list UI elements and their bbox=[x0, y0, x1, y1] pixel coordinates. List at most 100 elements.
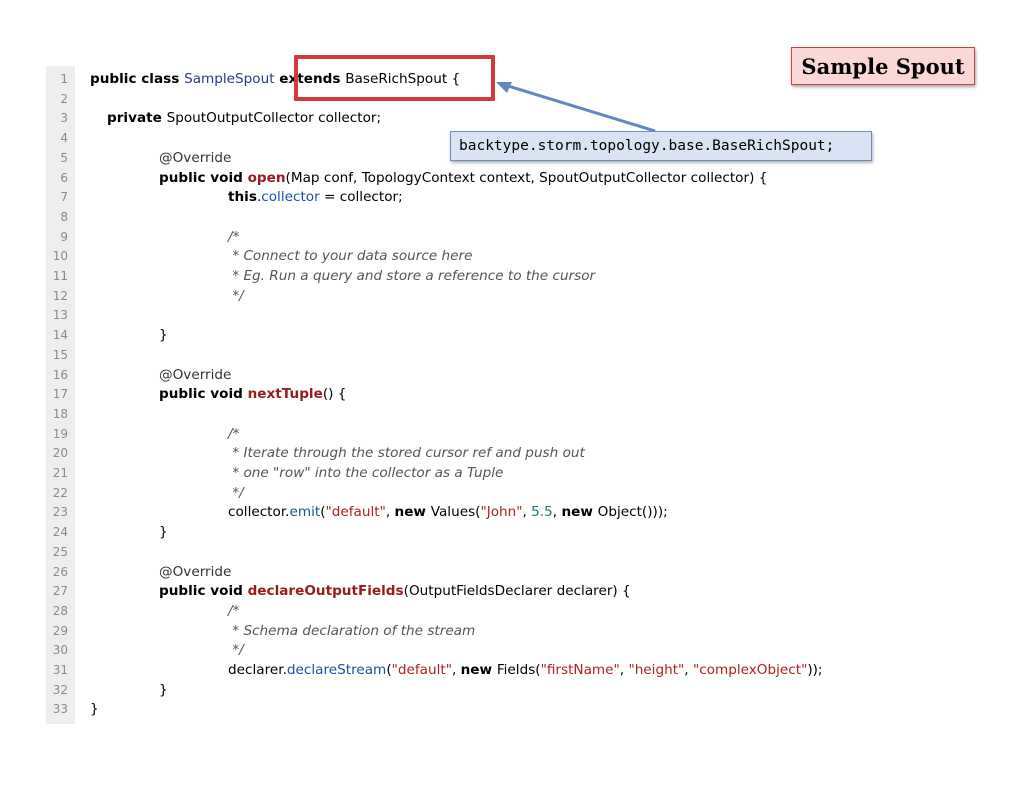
code-text: } bbox=[159, 326, 168, 346]
code-line: 24} bbox=[46, 523, 986, 543]
code-token: { bbox=[447, 71, 461, 87]
line-number: 15 bbox=[52, 347, 68, 362]
code-text: * Iterate through the stored cursor ref … bbox=[228, 444, 585, 464]
code-token: "John" bbox=[480, 504, 523, 521]
code-text: */ bbox=[228, 641, 244, 661]
code-line: 10 * Connect to your data source here bbox=[46, 247, 986, 267]
code-text: @Override bbox=[159, 366, 231, 386]
line-number: 6 bbox=[60, 170, 68, 185]
code-token: Object())); bbox=[597, 504, 668, 521]
code-token: } bbox=[159, 681, 168, 698]
code-text: this.collector = collector; bbox=[228, 188, 403, 208]
code-token: new bbox=[460, 662, 497, 678]
code-token: } bbox=[159, 327, 168, 344]
code-line: 28/* bbox=[46, 602, 986, 622]
line-number: 9 bbox=[60, 229, 68, 244]
line-number: 17 bbox=[52, 387, 68, 402]
code-line: 5 @Override bbox=[46, 149, 986, 169]
code-token: private bbox=[107, 110, 167, 127]
import-callout: backtype.storm.topology.base.BaseRichSpo… bbox=[450, 131, 872, 161]
code-token: public void bbox=[159, 583, 248, 600]
code-line: 13 bbox=[46, 306, 986, 326]
code-line: 26 @Override bbox=[46, 563, 986, 583]
code-token: @Override bbox=[159, 149, 232, 166]
code-token: () { bbox=[322, 386, 347, 403]
code-line: 20 * Iterate through the stored cursor r… bbox=[46, 444, 986, 464]
line-number: 16 bbox=[52, 367, 68, 382]
code-text: */ bbox=[228, 484, 243, 504]
code-line: 22 */ bbox=[46, 484, 986, 504]
code-token: declareStream bbox=[286, 662, 387, 678]
line-number: 10 bbox=[52, 249, 68, 264]
code-line: 15 bbox=[46, 346, 986, 366]
code-token: declareOutputFields bbox=[247, 583, 404, 600]
code-text: * Schema declaration of the stream bbox=[228, 622, 475, 642]
line-number: 18 bbox=[52, 406, 68, 421]
code-token: } bbox=[90, 701, 99, 718]
code-line: 32} bbox=[46, 681, 986, 701]
code-token: "firstName" bbox=[540, 662, 620, 678]
line-number: 5 bbox=[60, 150, 68, 165]
line-number: 27 bbox=[52, 584, 68, 599]
code-line: 17 public void nextTuple() { bbox=[46, 385, 986, 405]
line-number: 20 bbox=[52, 446, 68, 461]
code-token: (OutputFieldsDeclarer declarer) { bbox=[403, 583, 631, 600]
code-token: @Override bbox=[159, 563, 232, 580]
code-token: ( bbox=[386, 662, 392, 678]
code-token: )); bbox=[807, 662, 823, 678]
code-line: 12 */ bbox=[46, 287, 986, 307]
code-token: , bbox=[684, 662, 693, 678]
code-token: * one "row" into the collector as a Tupl… bbox=[228, 465, 504, 481]
code-line: 6 public void open(Map conf, TopologyCont… bbox=[46, 169, 986, 189]
code-token: . bbox=[256, 189, 262, 206]
code-text: public void open(Map conf, TopologyConte… bbox=[159, 169, 767, 189]
code-token: Fields( bbox=[496, 662, 541, 678]
slide-title: Sample Spout bbox=[791, 47, 975, 85]
code-token: collector bbox=[261, 189, 320, 206]
code-text: /* bbox=[228, 425, 239, 445]
code-token: = collector; bbox=[319, 189, 403, 206]
code-token: */ bbox=[228, 642, 244, 659]
line-number: 11 bbox=[52, 269, 68, 283]
code-line: 21 * one "row" into the collector as a T… bbox=[46, 464, 986, 484]
code-text: @Override bbox=[159, 563, 231, 583]
code-line: 25 bbox=[46, 543, 986, 563]
code-line: 18 bbox=[46, 405, 986, 425]
line-number: 30 bbox=[52, 643, 68, 658]
code-token: "default" bbox=[325, 504, 386, 521]
code-text: /* bbox=[228, 228, 239, 248]
code-line: 29 * Schema declaration of the stream bbox=[46, 622, 986, 642]
code-token: public void bbox=[159, 386, 248, 403]
code-line: 16 @Override bbox=[46, 366, 986, 386]
code-text: } bbox=[159, 681, 168, 701]
code-text: * Connect to your data source here bbox=[228, 247, 472, 267]
code-token: public void bbox=[159, 169, 248, 186]
line-number: 8 bbox=[60, 209, 68, 224]
line-number: 2 bbox=[60, 91, 68, 106]
code-token: declarer. bbox=[228, 662, 287, 678]
code-token: /* bbox=[228, 602, 240, 619]
code-line: 11 * Eg. Run a query and store a referen… bbox=[46, 267, 986, 287]
code-token: new bbox=[561, 504, 598, 521]
line-number: 22 bbox=[52, 485, 68, 500]
code-token: collector. bbox=[228, 504, 290, 521]
code-token: } bbox=[159, 524, 168, 541]
line-number: 13 bbox=[52, 308, 68, 323]
code-token: * Iterate through the stored cursor ref … bbox=[228, 445, 585, 462]
code-token: , bbox=[552, 504, 562, 521]
code-text: * Eg. Run a query and store a reference … bbox=[228, 267, 595, 287]
code-text: * one "row" into the collector as a Tupl… bbox=[228, 464, 503, 484]
code-token: "complexObject" bbox=[692, 662, 808, 678]
code-line: 30 */ bbox=[46, 641, 986, 661]
line-number: 26 bbox=[52, 564, 68, 579]
code-token: nextTuple bbox=[247, 386, 323, 403]
line-number: 3 bbox=[60, 111, 68, 126]
code-line: 8 bbox=[46, 208, 986, 228]
code-token: ( bbox=[320, 504, 326, 521]
code-token: "height" bbox=[628, 662, 685, 678]
code-text: /* bbox=[228, 602, 239, 622]
code-text: public void declareOutputFields(OutputFi… bbox=[159, 582, 631, 602]
